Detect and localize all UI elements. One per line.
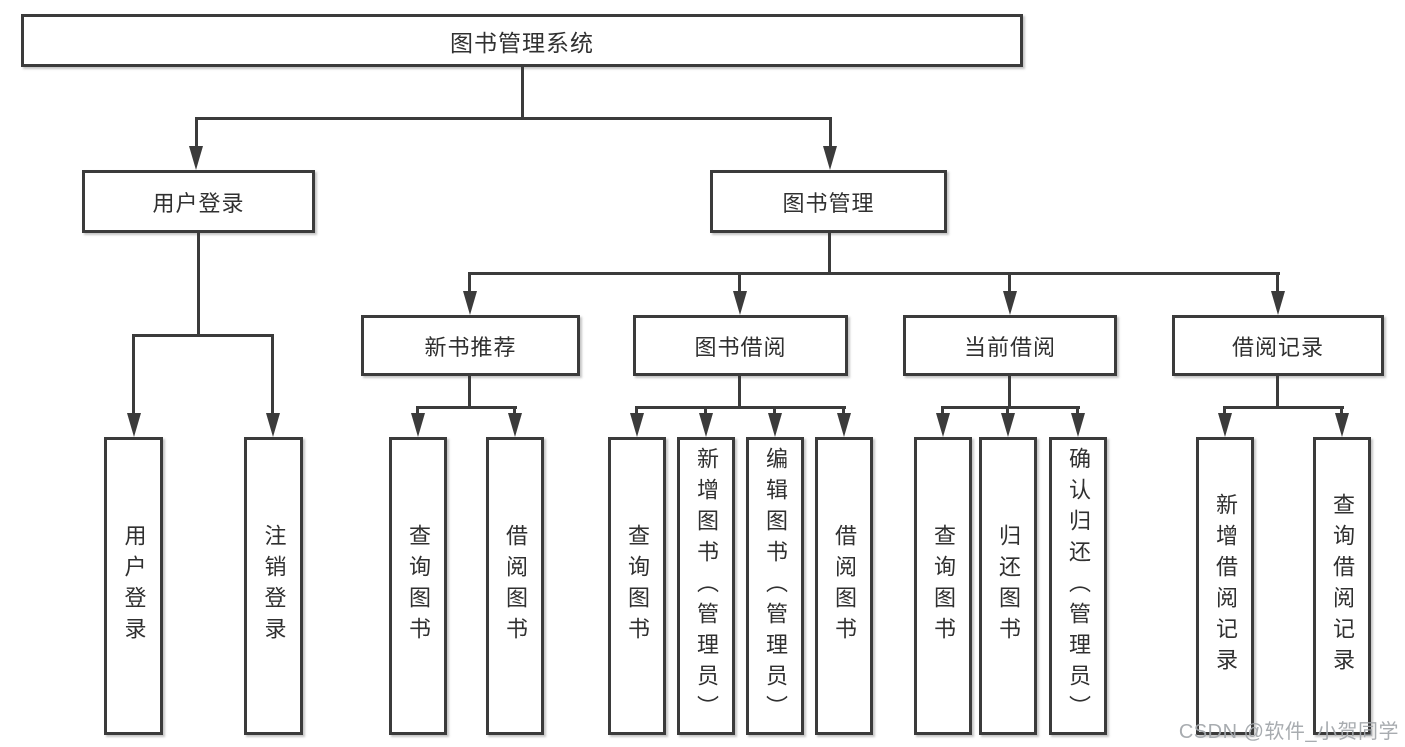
arrowhead-cb-confirm-return: [1071, 413, 1085, 437]
node-cb-return-books-label: 归还图书: [996, 524, 1021, 648]
node-current-borrow-label: 当前借阅: [963, 334, 1056, 360]
connector-rec-query-drop: [416, 406, 419, 414]
node-cb-query-books-label: 查询图书: [931, 524, 956, 648]
arrowhead-user-login: [189, 146, 203, 170]
node-rec-borrow-books: 借阅图书: [486, 437, 544, 735]
connector-book-borrow-stem: [738, 375, 741, 407]
node-logout: 注销登录: [244, 437, 303, 735]
node-bb-borrow-books: 借阅图书: [815, 437, 873, 735]
connector-book-mgmt-drop: [829, 117, 832, 147]
connector-current-borrow-stem: [1008, 375, 1011, 407]
arrowhead-new-book-rec: [463, 291, 477, 315]
node-bb-query-books-label: 查询图书: [625, 524, 650, 648]
node-login: 用户登录: [104, 437, 163, 735]
arrowhead-cb-return-books: [1001, 413, 1015, 437]
node-br-query-record-label: 查询借阅记录: [1330, 493, 1355, 679]
node-new-book-rec: 新书推荐: [361, 315, 580, 376]
node-logout-label: 注销登录: [261, 524, 287, 648]
node-login-label: 用户登录: [121, 524, 147, 648]
node-root: 图书管理系统: [21, 14, 1023, 67]
node-book-mgmt: 图书管理: [710, 170, 947, 233]
arrowhead-current-borrow: [1003, 291, 1017, 315]
node-br-add-record-label: 新增借阅记录: [1213, 493, 1238, 679]
connector-cb-query-drop: [941, 406, 944, 414]
connector-bb-query-drop: [635, 406, 638, 414]
connector-borrow-records-split: [1223, 406, 1344, 409]
node-borrow-records-label: 借阅记录: [1231, 334, 1324, 360]
node-book-borrow: 图书借阅: [633, 315, 848, 376]
csdn-watermark: CSDN @软件_小贺同学: [1178, 721, 1399, 743]
node-cb-return-books: 归还图书: [979, 437, 1037, 735]
node-bb-query-books: 查询图书: [608, 437, 666, 735]
connector-new-book-rec-stem: [468, 375, 471, 407]
node-book-mgmt-label: 图书管理: [782, 190, 875, 216]
connector-rec-borrow-drop: [513, 406, 516, 414]
node-bb-add-book-admin: 新增图书（管理员）: [677, 437, 735, 735]
arrowhead-cb-query-books: [936, 413, 950, 437]
connector-root-stem: [521, 67, 524, 118]
node-cb-confirm-return-admin: 确认归还（管理员）: [1049, 437, 1107, 735]
connector-new-book-rec-split: [416, 406, 517, 409]
arrowhead-bb-query-books: [630, 413, 644, 437]
connector-bb-add-drop: [704, 406, 707, 414]
arrowhead-bb-add-book: [699, 413, 713, 437]
node-cb-confirm-return-admin-label: 确认归还（管理员）: [1066, 446, 1091, 726]
node-rec-query-books: 查询图书: [389, 437, 447, 735]
node-user-login-label: 用户登录: [152, 190, 245, 216]
arrowhead-login: [127, 413, 141, 437]
node-new-book-rec-label: 新书推荐: [424, 334, 517, 360]
arrowhead-bb-edit-book: [768, 413, 782, 437]
connector-cb-return-drop: [1006, 406, 1009, 414]
arrowhead-br-add-record: [1218, 413, 1232, 437]
connector-book-borrow-split: [635, 406, 846, 409]
connector-l3-split: [468, 272, 1280, 275]
connector-borrow-records-stem: [1276, 375, 1279, 407]
connector-user-login-drop: [195, 117, 198, 147]
node-user-login: 用户登录: [82, 170, 315, 233]
node-rec-query-books-label: 查询图书: [406, 524, 431, 648]
node-br-add-record: 新增借阅记录: [1196, 437, 1254, 735]
node-bb-add-book-admin-label: 新增图书（管理员）: [694, 446, 719, 726]
arrowhead-rec-query-books: [411, 413, 425, 437]
arrowhead-book-borrow: [733, 291, 747, 315]
connector-login-drop: [132, 334, 135, 414]
connector-l2-split: [195, 117, 832, 120]
connector-br-add-drop: [1223, 406, 1226, 414]
connector-user-login-stem: [197, 232, 200, 335]
connector-borrow-records-drop: [1276, 272, 1279, 292]
arrowhead-borrow-records: [1271, 291, 1285, 315]
arrowhead-rec-borrow-books: [508, 413, 522, 437]
node-bb-edit-book-admin-label: 编辑图书（管理员）: [763, 446, 788, 726]
arrowhead-book-mgmt: [823, 146, 837, 170]
connector-new-book-rec-drop: [468, 272, 471, 292]
connector-book-borrow-drop: [738, 272, 741, 292]
node-borrow-records: 借阅记录: [1172, 315, 1384, 376]
node-rec-borrow-books-label: 借阅图书: [503, 524, 528, 648]
connector-bb-borrow-drop: [842, 406, 845, 414]
node-bb-edit-book-admin: 编辑图书（管理员）: [746, 437, 804, 735]
node-root-label: 图书管理系统: [450, 29, 594, 56]
arrowhead-logout: [266, 413, 280, 437]
node-cb-query-books: 查询图书: [914, 437, 972, 735]
connector-logout-drop: [271, 334, 274, 414]
node-current-borrow: 当前借阅: [903, 315, 1117, 376]
arrowhead-bb-borrow-books: [837, 413, 851, 437]
node-bb-borrow-books-label: 借阅图书: [832, 524, 857, 648]
arrowhead-br-query-record: [1335, 413, 1349, 437]
connector-cb-confirm-drop: [1076, 406, 1079, 414]
connector-current-borrow-drop: [1008, 272, 1011, 292]
connector-user-login-split: [132, 334, 274, 337]
node-br-query-record: 查询借阅记录: [1313, 437, 1371, 735]
connector-br-query-drop: [1340, 406, 1343, 414]
node-book-borrow-label: 图书借阅: [694, 334, 787, 360]
connector-book-mgmt-stem: [828, 232, 831, 273]
connector-bb-edit-drop: [773, 406, 776, 414]
connector-current-borrow-split: [941, 406, 1080, 409]
